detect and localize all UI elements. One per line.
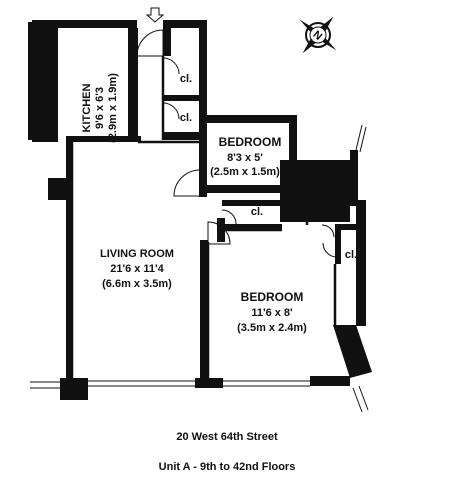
compass-icon: N xyxy=(299,16,337,54)
closet-label-2: cl. xyxy=(180,112,192,124)
living-room-name: LIVING ROOM xyxy=(100,248,174,260)
bedroom-large-dims: 11'6 x 8' xyxy=(251,307,293,319)
walls xyxy=(28,20,372,400)
kitchen-label: KITCHEN 9'6 x 6'3 (2.9m x 1.9m) xyxy=(81,73,119,143)
doors xyxy=(136,29,338,258)
closet-label-5: cl. xyxy=(345,249,357,261)
closet-label-3: cl. xyxy=(251,206,263,218)
living-room-metric: (6.6m x 3.5m) xyxy=(102,278,172,290)
thin-walls xyxy=(70,56,337,380)
windows xyxy=(30,124,369,413)
address-caption: 20 West 64th Street xyxy=(176,431,278,443)
closet-label-4: cl. xyxy=(324,207,336,219)
bedroom-small-name: BEDROOM xyxy=(219,135,282,149)
unit-caption: Unit A - 9th to 42nd Floors xyxy=(158,461,296,473)
kitchen-metric: (2.9m x 1.9m) xyxy=(107,73,119,143)
kitchen-name: KITCHEN xyxy=(81,84,93,133)
living-room-dims: 21'6 x 11'4 xyxy=(110,263,164,275)
bedroom-small-metric: (2.5m x 1.5m) xyxy=(210,166,280,178)
bedroom-large-name: BEDROOM xyxy=(241,290,304,304)
kitchen-dims: 9'6 x 6'3 xyxy=(94,87,106,129)
bedroom-small-dims: 8'3 x 5' xyxy=(227,152,263,164)
bedroom-large-metric: (3.5m x 2.4m) xyxy=(237,322,307,334)
closet-label-1: cl. xyxy=(180,73,192,85)
entry-arrow-icon xyxy=(145,7,165,23)
